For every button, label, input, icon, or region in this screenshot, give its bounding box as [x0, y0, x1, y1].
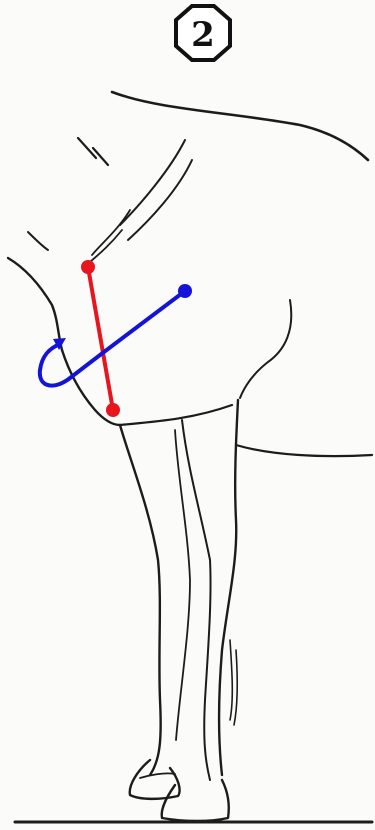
leg-front-upper — [120, 425, 161, 775]
belly-line — [236, 445, 372, 456]
shoulder-stroke-2 — [128, 160, 192, 240]
tendon-stroke-1 — [230, 640, 232, 720]
red-dot-top — [81, 260, 95, 274]
horse-outline — [8, 92, 372, 822]
shoulder-stroke-3 — [92, 210, 130, 255]
shoulder-stroke-1 — [120, 140, 185, 225]
back-line — [112, 92, 368, 160]
elbow-belly-line — [120, 405, 232, 425]
leg-inner-1 — [182, 420, 211, 780]
shoulder-stroke-4 — [90, 230, 122, 262]
blue-arrow — [40, 284, 192, 386]
leg-inner-2 — [175, 430, 190, 740]
forearm-contour — [240, 300, 291, 398]
tendon-stroke-2 — [234, 650, 237, 725]
step-badge: 2 — [176, 6, 230, 60]
pastern-line — [140, 773, 175, 778]
step-number: 2 — [191, 15, 215, 55]
hoof-back — [162, 780, 229, 821]
throat-stroke — [28, 232, 48, 250]
blue-line — [40, 291, 185, 386]
red-segment — [81, 260, 120, 417]
chest-top — [8, 258, 62, 350]
red-dot-bottom — [106, 403, 120, 417]
blue-dot — [178, 284, 192, 298]
red-line — [88, 267, 113, 410]
